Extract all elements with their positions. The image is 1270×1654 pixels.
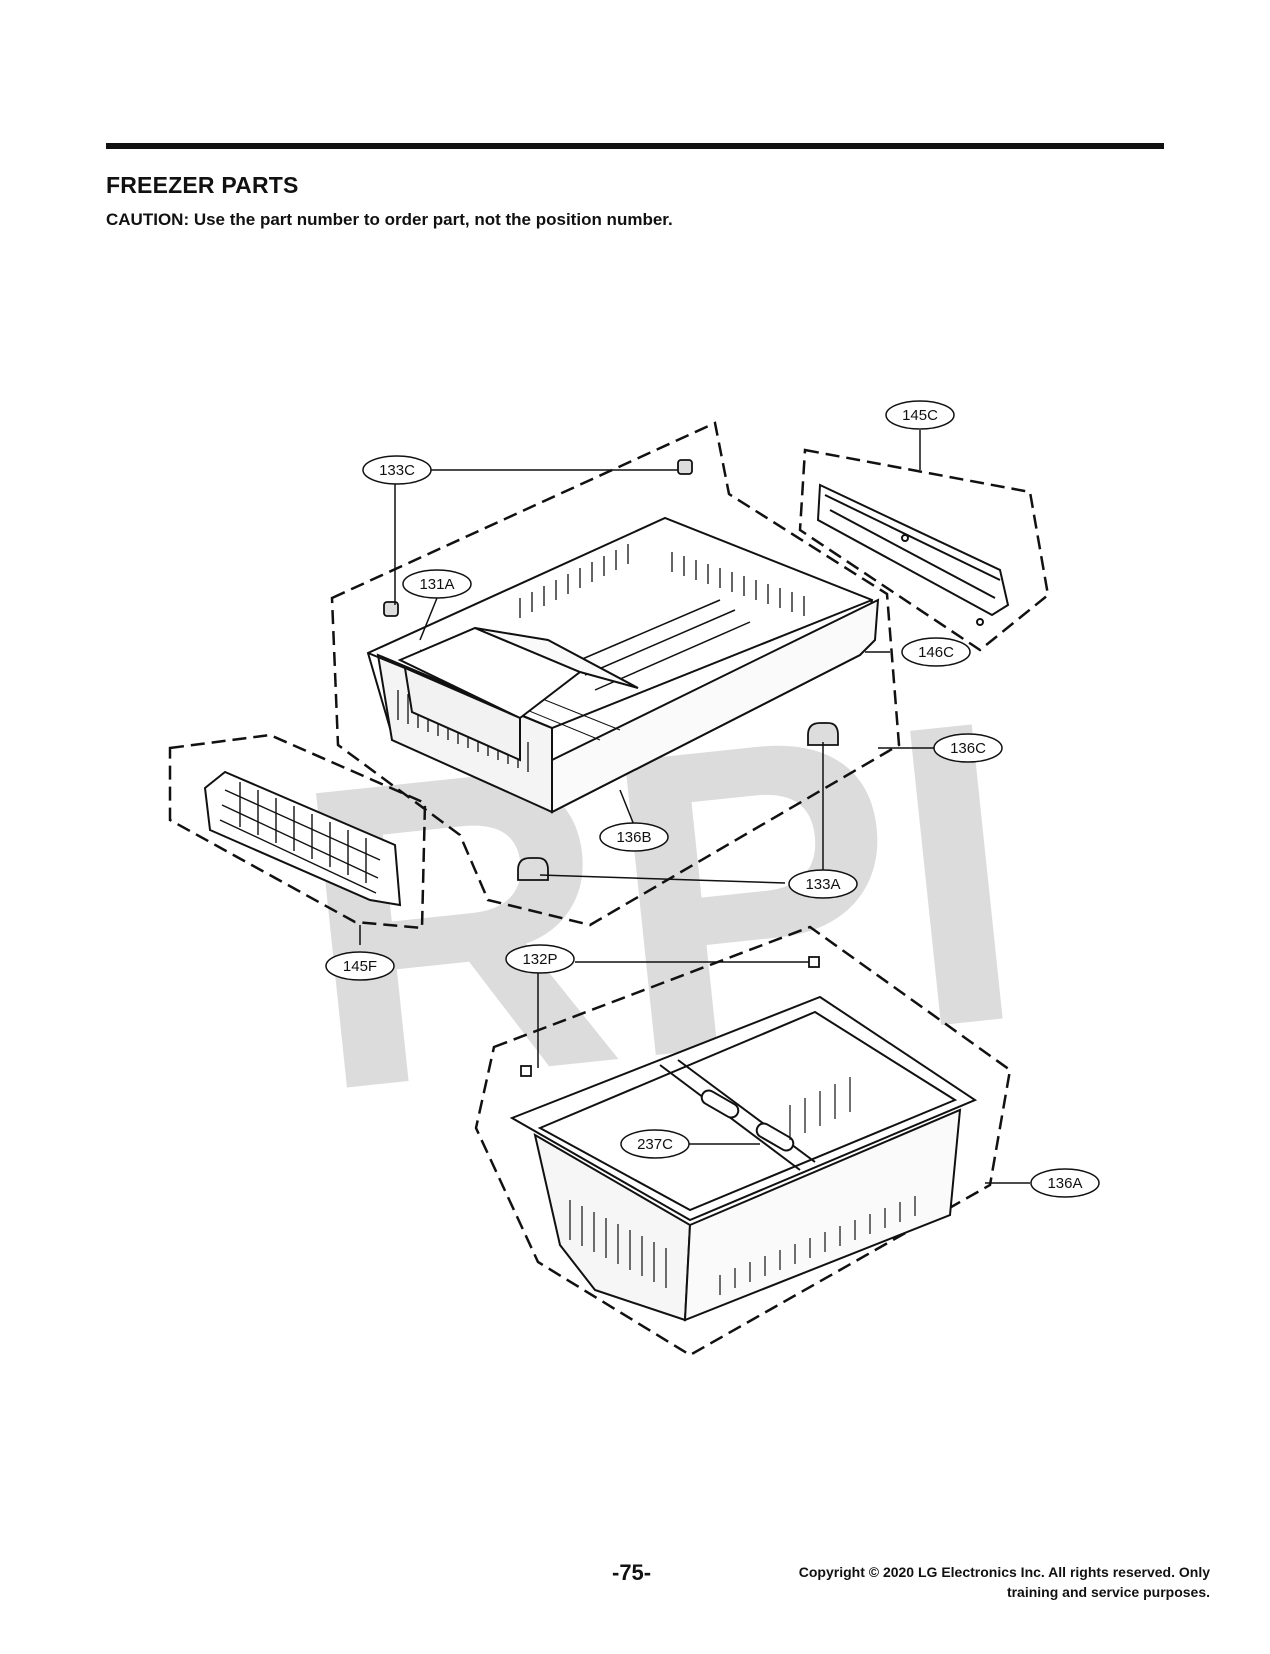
callout-136C: 136C [933, 733, 1003, 763]
top-rule [106, 143, 1164, 149]
callout-237C: 237C [620, 1129, 690, 1159]
lower-basket-part [509, 995, 978, 1322]
callout-label-146C: 146C [918, 644, 954, 661]
page-title: FREEZER PARTS [106, 172, 299, 198]
leader-lines [359, 430, 1030, 1184]
caution-note: CAUTION: Use the part number to order pa… [106, 210, 673, 229]
callout-133C: 133C [362, 455, 432, 485]
callout-136B: 136B [599, 822, 669, 852]
callout-145C: 145C [885, 400, 955, 430]
callout-label-132P: 132P [522, 951, 557, 968]
callout-133A: 133A [788, 869, 858, 899]
callout-131A: 131A [402, 569, 472, 599]
upper-drawer-group-boundary [330, 421, 901, 927]
rail-left-group-boundary [168, 733, 427, 930]
callout-label-145C: 145C [902, 407, 938, 424]
lower-basket-group-boundary [474, 925, 1012, 1357]
callouts: 145C 133C 131A 146C 136C 136B 133A 145F [325, 400, 1100, 1198]
callout-label-237C: 237C [637, 1136, 673, 1153]
page-number: -75- [612, 1560, 652, 1585]
callout-label-145F: 145F [343, 958, 377, 975]
callout-136A: 136A [1030, 1168, 1100, 1198]
copyright-notice: Copyright © 2020 LG Electronics Inc. All… [690, 1562, 1210, 1602]
callout-label-133A: 133A [805, 876, 840, 893]
rail-right-part [816, 483, 1010, 626]
callout-label-133C: 133C [379, 462, 415, 479]
rail-right-group-boundary [798, 448, 1050, 652]
callout-label-136C: 136C [950, 740, 986, 757]
copyright-line-1: Copyright © 2020 LG Electronics Inc. All… [798, 1564, 1210, 1580]
rail-left-part [203, 770, 402, 907]
callout-132P: 132P [505, 944, 575, 974]
copyright-line-2: training and service purposes. [1006, 1584, 1210, 1600]
callout-146C: 146C [901, 637, 971, 667]
inner-bin-part [397, 626, 639, 762]
callout-label-131A: 131A [419, 576, 454, 593]
callout-145F: 145F [325, 951, 395, 981]
callout-label-136B: 136B [616, 829, 651, 846]
callout-label-136A: 136A [1047, 1175, 1082, 1192]
